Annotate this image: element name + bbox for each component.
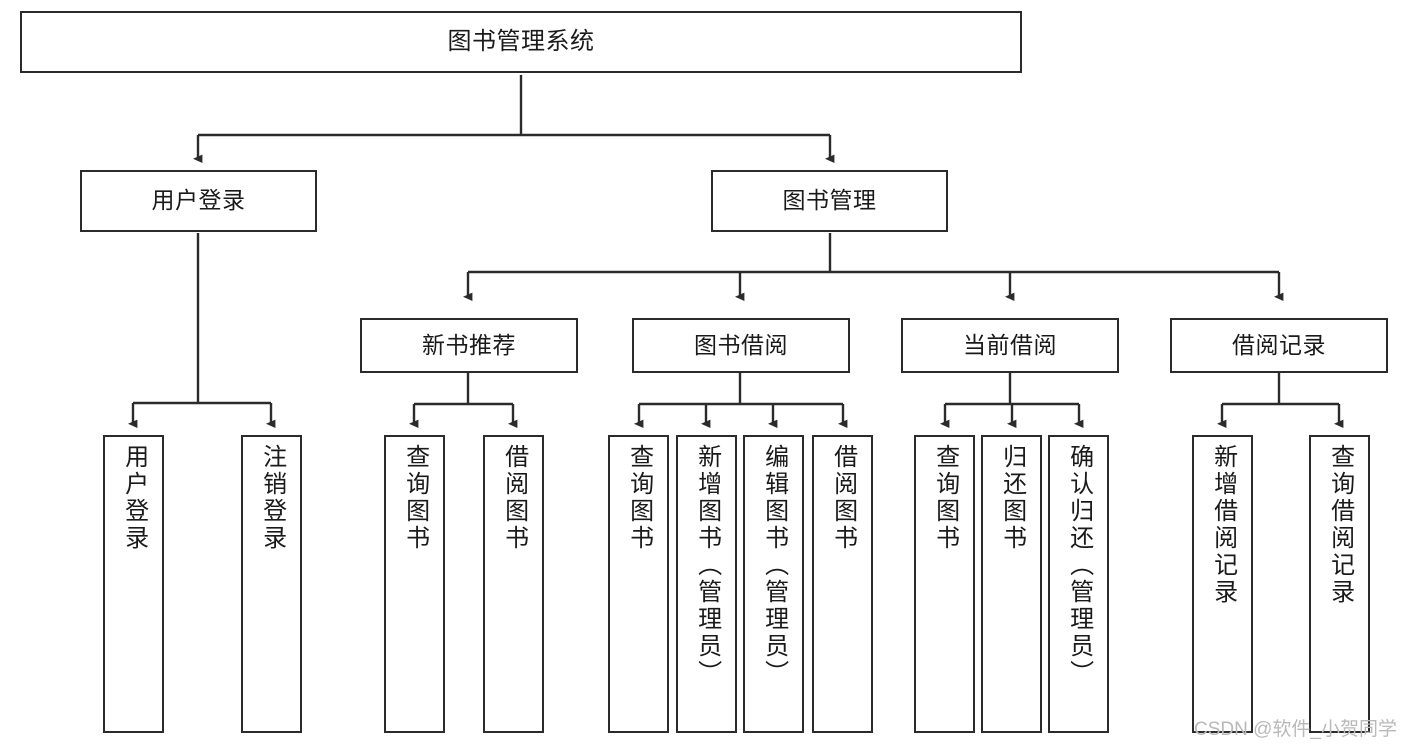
leaf-logout-login[interactable]: 注销登录: [241, 435, 302, 733]
leaf-borrow-book[interactable]: 借阅图书: [812, 435, 873, 733]
node-new-book-recommend[interactable]: 新书推荐: [360, 318, 578, 373]
leaf-user-login[interactable]: 用户登录: [103, 435, 164, 733]
leaf-return-book[interactable]: 归还图书: [981, 435, 1042, 733]
leaf-edit-book-admin[interactable]: 编辑图书（管理员）: [743, 435, 804, 733]
node-label: 新书推荐: [422, 331, 516, 358]
node-borrow-record[interactable]: 借阅记录: [1170, 318, 1388, 373]
node-label: 编辑图书（管理员）: [760, 444, 788, 687]
leaf-confirm-return-admin[interactable]: 确认归还（管理员）: [1048, 435, 1109, 733]
node-label: 归还图书: [998, 444, 1026, 552]
leaf-query-book-recommend[interactable]: 查询图书: [384, 435, 445, 733]
watermark-text: CSDN @软件_小贺同学: [1194, 719, 1397, 740]
leaf-borrow-book-recommend[interactable]: 借阅图书: [483, 435, 544, 733]
node-label: 借阅图书: [500, 444, 528, 552]
node-label: 当前借阅: [963, 331, 1057, 358]
leaf-query-book-current[interactable]: 查询图书: [914, 435, 975, 733]
node-user-login[interactable]: 用户登录: [80, 170, 317, 232]
node-label: 图书借阅: [694, 331, 788, 358]
node-root-book-management-system[interactable]: 图书管理系统: [20, 11, 1022, 73]
leaf-add-borrow-record[interactable]: 新增借阅记录: [1192, 435, 1253, 733]
node-label: 用户登录: [120, 444, 148, 552]
node-label: 图书管理: [782, 187, 877, 214]
node-current-borrow[interactable]: 当前借阅: [901, 318, 1119, 373]
node-label: 用户登录: [151, 187, 246, 214]
node-label: 注销登录: [258, 444, 286, 552]
node-label: 查询借阅记录: [1326, 444, 1354, 606]
leaf-query-book-borrow[interactable]: 查询图书: [608, 435, 669, 733]
node-label: 图书管理系统: [447, 27, 595, 55]
node-label: 借阅图书: [829, 444, 857, 552]
node-book-management[interactable]: 图书管理: [711, 170, 948, 232]
node-label: 查询图书: [625, 444, 653, 552]
leaf-add-book-admin[interactable]: 新增图书（管理员）: [676, 435, 737, 733]
leaf-query-borrow-record[interactable]: 查询借阅记录: [1309, 435, 1370, 733]
node-label: 查询图书: [931, 444, 959, 552]
node-label: 查询图书: [401, 444, 429, 552]
node-label: 确认归还（管理员）: [1065, 444, 1093, 687]
node-label: 借阅记录: [1232, 331, 1326, 358]
node-label: 新增图书（管理员）: [693, 444, 721, 687]
node-book-borrow[interactable]: 图书借阅: [632, 318, 850, 373]
node-label: 新增借阅记录: [1209, 444, 1237, 606]
